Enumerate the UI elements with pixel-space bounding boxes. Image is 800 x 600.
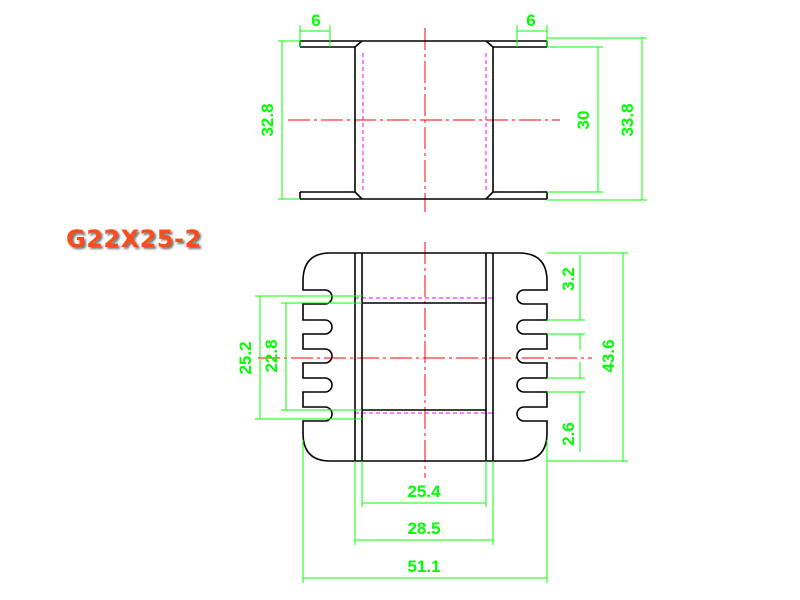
dim-body-width: 28.5 — [407, 519, 440, 538]
dim-top-height-left: 32.8 — [258, 103, 277, 136]
front-view-centerlines — [258, 242, 592, 478]
front-view-hidden-lines — [355, 297, 493, 414]
dim-top-height-right: 33.8 — [618, 103, 637, 136]
front-view-outline — [302, 252, 548, 462]
dim-core-width: 25.4 — [407, 482, 441, 501]
top-view-dimension-lines — [278, 25, 647, 201]
dim-overall-width: 51.1 — [407, 557, 440, 576]
top-view-hidden-lines — [362, 53, 487, 190]
dim-top-flange-right: 6 — [526, 11, 535, 30]
top-view-centerlines — [288, 28, 560, 212]
dim-overall-height: 43.6 — [599, 339, 618, 372]
dim-bottom-margin: 2.6 — [559, 422, 578, 446]
top-view-outline — [299, 40, 548, 200]
dim-top-inner-height: 30 — [574, 111, 593, 130]
dim-top-flange-left: 6 — [311, 11, 320, 30]
top-view: 6 6 32.8 30 33.8 — [258, 11, 647, 212]
dim-window-height-inner: 22.8 — [262, 339, 281, 372]
front-view: 25.2 22.8 3.2 43.6 2.6 25.4 28.5 51.1 — [236, 242, 628, 583]
dim-window-height-outer: 25.2 — [236, 341, 255, 374]
dim-slot-pitch: 3.2 — [559, 267, 578, 291]
front-view-dimension-lines — [255, 252, 628, 583]
front-view-body-lines — [354, 253, 494, 461]
part-title: G22X25-2 — [66, 225, 202, 253]
